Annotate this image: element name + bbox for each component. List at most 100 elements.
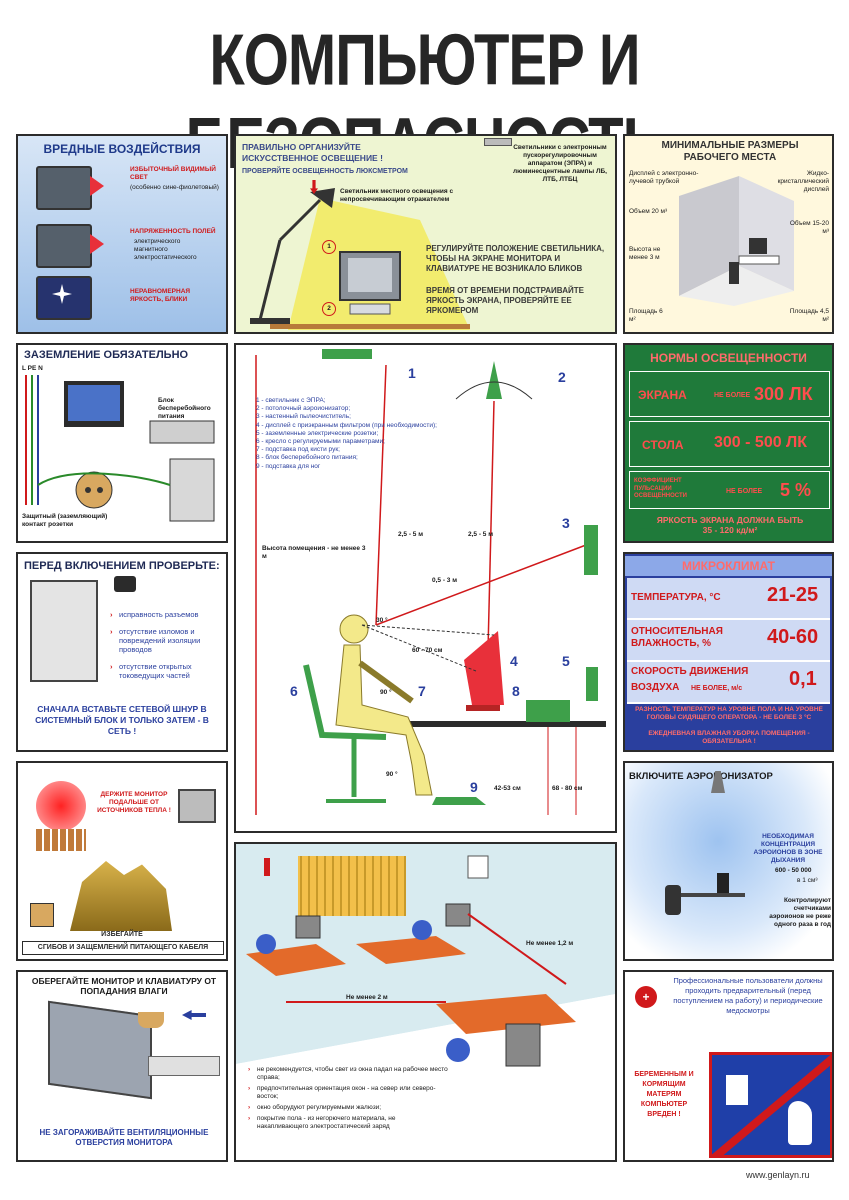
radiator-icon: [36, 829, 86, 851]
monitor-icon: [36, 224, 92, 268]
field-magnetic: магнитного: [134, 246, 168, 253]
keyboard-icon: [148, 1056, 220, 1076]
legend-item: 1 - светильник с ЭПРА;: [256, 397, 326, 404]
workplace-lcd: Жидко-кристаллический дисплей: [777, 170, 829, 193]
arrow-icon: [182, 1010, 206, 1020]
micro-hum-value: 40-60: [767, 626, 819, 648]
field-electric: электрического: [134, 238, 181, 245]
strike-line: [712, 1055, 830, 1155]
precheck-panel: ПЕРЕД ВКЛЮЧЕНИЕМ ПРОВЕРЬТЕ: исправность …: [16, 552, 228, 752]
microclimate-panel: МИКРОКЛИМАТ ТЕМПЕРАТУРА, °С 21-25 ОТНОСИ…: [623, 552, 834, 752]
office-layout-panel: Не менее 1,2 м Не менее 2 м не рекоменду…: [234, 842, 617, 1162]
office-d1: Не менее 1,2 м: [526, 940, 574, 947]
micro-hum-row: ОТНОСИТЕЛЬНАЯ ВЛАЖНОСТЬ, % 40-60: [627, 620, 830, 662]
moisture-footer: НЕ ЗАГОРАЖИВАЙТЕ ВЕНТИЛЯЦИОННЫЕ ОТВЕРСТИ…: [39, 1128, 209, 1147]
site-url: www.genlayn.ru: [746, 1170, 810, 1180]
room-n5: 5: [562, 653, 570, 669]
desk-with-pc-illustration: [665, 893, 745, 897]
ionizer-unit: в 1 см³: [797, 877, 818, 884]
harmful-item2-list: электрического магнитного электростатиче…: [134, 238, 224, 262]
monitor-icon: [48, 1000, 152, 1100]
desk-lamp-illustration: [250, 188, 470, 330]
workplace-vol-lcd: Объем 15-20 м³: [789, 220, 829, 235]
precheck-item: отсутствие изломов и повреждений изоляци…: [110, 627, 222, 654]
room-angle90a: 90 °: [380, 689, 392, 696]
precheck-title: ПЕРЕД ВКЛЮЧЕНИЕМ ПРОВЕРЬТЕ:: [24, 560, 220, 572]
room-d2: 2,5 - 5 м: [468, 531, 494, 538]
workplace-area-lcd: Площадь 4,5 м²: [789, 308, 829, 323]
field-electrostatic: электростатического: [134, 254, 197, 261]
medical-icon: +: [635, 986, 657, 1008]
precheck-list: исправность разъемов отсутствие изломов …: [110, 610, 222, 680]
norm-screen-label: ЭКРАНА: [638, 388, 687, 402]
ionizer-need: НЕОБХОДИМАЯ КОНЦЕНТРАЦИЯ АЭРОИОНОВ В ЗОН…: [753, 833, 823, 864]
office-d2: Не менее 2 м: [346, 994, 388, 1001]
harmful-item3: НЕРАВНОМЕРНАЯ ЯРКОСТЬ, БЛИКИ: [130, 288, 191, 303]
lighting-local: Светильник местного освещения с непросве…: [340, 188, 454, 203]
statue-illustration: [70, 861, 172, 931]
harmful-item1: ИЗБЫТОЧНЫЙ ВИДИМЫЙ СВЕТ: [130, 166, 216, 181]
micro-note2: ЕЖЕДНЕВНАЯ ВЛАЖНАЯ УБОРКА ПОМЕЩЕНИЯ - ОБ…: [648, 730, 810, 745]
legend-item: 2 - потолочный аэроионизатор;: [256, 405, 351, 413]
legend-item: 3 - настенный пылеочиститель;: [256, 413, 351, 421]
norm-screen-pre: НЕ БОЛЕЕ: [714, 392, 751, 399]
micro-air-row: СКОРОСТЬ ДВИЖЕНИЯ ВОЗДУХА НЕ БОЛЕЕ, м/с …: [627, 662, 830, 704]
office-note: окно оборудуют регулируемыми жалюзи;: [248, 1104, 448, 1112]
room-d1: 2,5 - 5 м: [398, 531, 424, 538]
workplace-title: МИНИМАЛЬНЫЕ РАЗМЕРЫ РАБОЧЕГО МЕСТА: [661, 140, 799, 163]
room-n8: 8: [512, 683, 520, 699]
grounding-illustration: [25, 375, 215, 522]
office-note: покрытие пола - из негорючего материала,…: [248, 1115, 448, 1131]
micro-air-label1: СКОРОСТЬ ДВИЖЕНИЯ: [631, 666, 749, 677]
room-d3: 0,5 - 3 м: [432, 577, 458, 584]
office-notes: не рекомендуется, чтобы свет из окна пад…: [248, 1066, 448, 1131]
norm-coef-row: КОЭФФИЦИЕНТ ПУЛЬСАЦИИ ОСВЕЩЕННОСТИ НЕ БО…: [629, 471, 830, 509]
medical-panel: + Профессиональные пользователи должны п…: [623, 970, 834, 1162]
ionizer-range: 600 - 50 000: [775, 867, 812, 874]
precheck-item: исправность разъемов: [110, 610, 222, 619]
heat-cable-panel: ДЕРЖИТЕ МОНИТОР ПОДАЛЬШЕ ОТ ИСТОЧНИКОВ Т…: [16, 761, 228, 961]
cup-icon: [138, 1012, 164, 1028]
plug-icon: [114, 576, 136, 592]
field-icon: [90, 234, 104, 254]
office-note: предпочтительная ориентация окон - на се…: [248, 1085, 448, 1101]
heat-avoid-2: СГИБОВ И ЗАЩЕМЛЕНИЙ ПИТАЮЩЕГО КАБЕЛЯ: [22, 941, 224, 955]
heat-keep: ДЕРЖИТЕ МОНИТОР ПОДАЛЬШЕ ОТ ИСТОЧНИКОВ Т…: [97, 791, 171, 814]
grounding-title: ЗАЗЕМЛЕНИЕ ОБЯЗАТЕЛЬНО: [24, 349, 189, 361]
norm-coef-value: 5 %: [780, 480, 812, 500]
norm-table-row: СТОЛА 300 - 500 ЛК: [629, 421, 830, 467]
legend-item: 8 - блок бесперебойного питания;: [256, 454, 358, 462]
moisture-title: ОБЕРЕГАЙТЕ МОНИТОР И КЛАВИАТУРУ ОТ ПОПАД…: [31, 976, 217, 996]
room-n4: 4: [510, 653, 518, 669]
micro-air-value: 0,1: [789, 668, 817, 690]
lighting-tip1: РЕГУЛИРУЙТЕ ПОЛОЖЕНИЕ СВЕТИЛЬНИКА, ЧТОБЫ…: [426, 244, 605, 273]
heat-avoid-1: ИЗБЕГАЙТЕ: [101, 931, 143, 938]
room-n3: 3: [562, 515, 570, 531]
moisture-panel: ОБЕРЕГАЙТЕ МОНИТОР И КЛАВИАТУРУ ОТ ПОПАД…: [16, 970, 228, 1162]
norm-brightness: ЯРКОСТЬ ЭКРАНА ДОЛЖНА БЫТЬ 35 - 120 кд/м…: [656, 515, 804, 535]
room-angle90b: 90 °: [386, 771, 398, 778]
lamp-arrow-icon: [310, 180, 318, 194]
room-h1: 42-53 см: [494, 785, 521, 792]
norm-table-value: 300 - 500 ЛК: [714, 434, 808, 451]
chair-icon: [665, 885, 681, 915]
precheck-item: отсутствие открытых токоведущих частей: [110, 662, 222, 680]
heater-glow-icon: [36, 781, 86, 831]
light-norms-panel: НОРМЫ ОСВЕЩЕННОСТИ ЭКРАНА НЕ БОЛЕЕ 300 Л…: [623, 343, 834, 543]
norm-screen-row: ЭКРАНА НЕ БОЛЕЕ 300 ЛК: [629, 371, 830, 417]
monitor-icon: [36, 166, 92, 210]
workplace-crt: Дисплей с электронно-лучевой трубкой: [629, 170, 699, 185]
harmful-title: ВРЕДНЫЕ ВОЗДЕЙСТВИЯ: [43, 142, 201, 156]
outlet-icon: [30, 903, 54, 927]
micro-temp-value: 21-25: [767, 584, 819, 606]
norm-coef-pre: НЕ БОЛЕЕ: [726, 488, 763, 495]
norm-table-label: СТОЛА: [642, 438, 684, 452]
lighting-ceiling: Светильники с электронным пускорегулиров…: [513, 144, 607, 183]
room-legend: 1 - светильник с ЭПРА; 2 - потолочный аэ…: [256, 397, 446, 471]
micro-temp-label: ТЕМПЕРАТУРА, °С: [631, 592, 721, 603]
micro-air-label2: ВОЗДУХА: [631, 682, 680, 693]
lighting-panel: ПРАВИЛЬНО ОРГАНИЗУЙТЕ ИСКУССТВЕННОЕ ОСВЕ…: [234, 134, 617, 334]
legend-item: 4 - дисплей с приэкранным фильтром (при …: [256, 421, 437, 429]
light-ray-icon: [90, 176, 104, 196]
micro-note: РАЗНОСТЬ ТЕМПЕРАТУР НА УРОВНЕ ПОЛА И НА …: [635, 706, 823, 721]
